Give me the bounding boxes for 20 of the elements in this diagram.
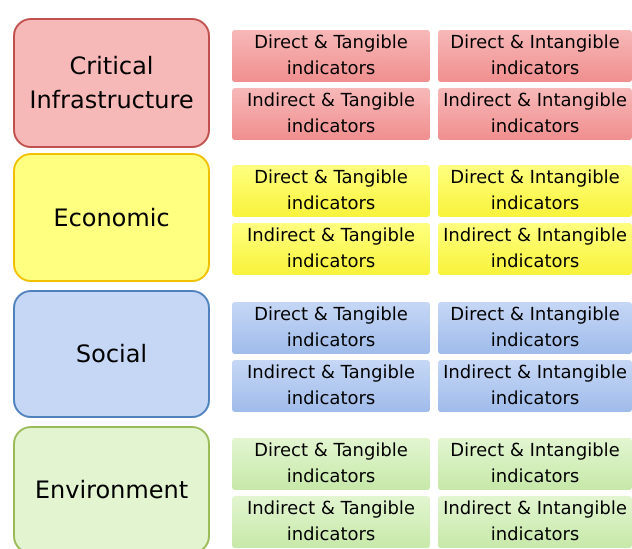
indicator-box: Direct & Intangible indicators (438, 438, 632, 490)
category-box: Economic (13, 153, 210, 282)
indicator-box: Direct & Intangible indicators (438, 30, 632, 82)
indicator-box: Indirect & Intangible indicators (438, 360, 632, 412)
indicator-box: Indirect & Tangible indicators (232, 360, 430, 412)
indicator-box: Direct & Tangible indicators (232, 438, 430, 490)
indicator-box: Indirect & Intangible indicators (438, 496, 632, 548)
indicator-box: Indirect & Tangible indicators (232, 496, 430, 548)
indicator-box: Direct & Tangible indicators (232, 302, 430, 354)
indicator-box: Direct & Tangible indicators (232, 165, 430, 217)
indicator-box: Indirect & Intangible indicators (438, 223, 632, 275)
category-box: Social (13, 290, 210, 418)
indicator-box: Direct & Intangible indicators (438, 302, 632, 354)
indicator-box: Indirect & Tangible indicators (232, 223, 430, 275)
category-box: Critical Infrastructure (13, 18, 210, 148)
indicator-box: Indirect & Tangible indicators (232, 88, 430, 140)
indicator-box: Indirect & Intangible indicators (438, 88, 632, 140)
indicator-box: Direct & Intangible indicators (438, 165, 632, 217)
indicator-box: Direct & Tangible indicators (232, 30, 430, 82)
category-box: Environment (13, 426, 210, 549)
